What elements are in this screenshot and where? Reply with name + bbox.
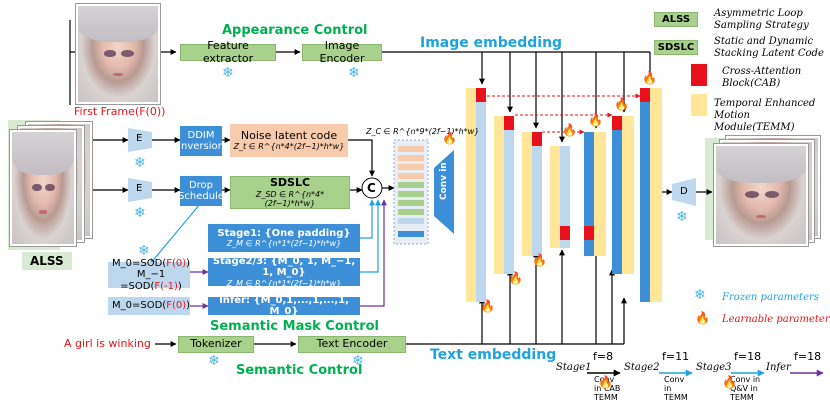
prompt-text: A girl is winking (64, 337, 151, 350)
fire-icon: 🔥 (598, 375, 613, 389)
stage23-box: Stage2/3: {M_0, 1, M_−1, 1, M_0} Z_M ∈ R… (208, 255, 360, 288)
fire-icon: 🔥 (532, 253, 547, 267)
legend-cab-desc: Cross-Attention Block(CAB) (722, 66, 802, 89)
sdslc-formula: Z_SD ∈ R^{n*4*(2f−1)*h*w} (255, 189, 325, 208)
drop-schedule-box: Drop Schedule (178, 176, 224, 206)
conv-in-label: Conv in (439, 162, 449, 200)
feature-extractor-box: Feature extractor (180, 39, 276, 64)
first-frame-image (76, 4, 160, 104)
infer-box: Infer: {M_0,1,...,1,...,1, M_0} (208, 295, 360, 317)
zc-stack (393, 139, 429, 245)
legend-temm-swatch (691, 94, 707, 116)
encoder-e2-label: E (136, 183, 143, 194)
sod-line-1: M_0=SOD(F(0)) (112, 257, 191, 269)
output-frame (714, 144, 808, 246)
text-encoder-box: Text Encoder (298, 336, 406, 353)
fire-icon: 🔥 (480, 299, 495, 313)
stage23-to-c (360, 199, 381, 273)
alss-input-frame (10, 130, 76, 246)
legend-temm-desc: Temporal Enhanced Motion Module(TEMM) (714, 98, 816, 133)
legend-sdslc-key: SDSLC (654, 40, 698, 55)
infer-f: f=18 (794, 350, 822, 363)
stage1-to-c (360, 199, 375, 239)
legend-alss-desc: Asymmetric Loop Sampling Strategy (714, 8, 809, 31)
sod-box-stage23: M_0=SOD(F(0)) M_−1 =SOD(F(-1)) (108, 258, 190, 292)
appearance-control-title: Appearance Control (222, 23, 368, 38)
snowflake-icon: ❄ (352, 353, 364, 369)
fire-icon: 🔥 (614, 97, 629, 111)
fire-icon: 🔥 (588, 113, 603, 127)
tokenizer-box: Tokenizer (178, 336, 254, 353)
stage3-f: f=18 (734, 350, 762, 363)
fire-icon: 🔥 (722, 375, 737, 389)
fire-icon: 🔥 (508, 271, 523, 285)
stage1-label: Stage1 (556, 362, 592, 373)
legend-cab-swatch (691, 64, 707, 86)
decoder-shape (672, 178, 696, 206)
sod-box-infer: M_0=SOD(F(0)) (108, 297, 190, 315)
encoder-e1-label: E (136, 133, 143, 144)
snowflake-icon: ❄ (208, 353, 220, 369)
stage3-label: Stage3 (696, 362, 732, 373)
conv-in-trapezoid (434, 150, 454, 234)
stage23-title: Stage2/3: {M_0, 1, M_−1, 1, M_0} (212, 255, 356, 279)
stage1-modules: Conv in CAB TEMM (594, 375, 621, 402)
encoder-e1-shape (128, 128, 152, 152)
sod-line-2: M_−1 =SOD(F(-1)) (120, 269, 182, 292)
ddim-inversion-box: DDIM Inversion (178, 126, 224, 156)
unet-blocks (466, 88, 662, 302)
concat-label: C (367, 181, 376, 195)
stage2-f: f=11 (662, 350, 690, 363)
snowflake-icon: ❄ (348, 65, 360, 81)
legend-snowflake-icon: ❄ (694, 287, 706, 303)
noise-latent-formula: Z_t ∈ R^{n*4*(2f−1)*h*w} (233, 142, 345, 152)
fire-icon: 🔥 (642, 71, 657, 85)
sdslc-title: SDSLC (269, 176, 311, 189)
legend-frozen: Frozen parameters (722, 292, 819, 303)
snowflake-icon: ❄ (222, 65, 234, 81)
alss-badge: ALSS (22, 252, 72, 270)
fire-icon: 🔥 (442, 131, 457, 145)
legend-alss-key: ALSS (654, 12, 698, 27)
legend-fire-icon: 🔥 (695, 311, 710, 325)
semantic-mask-title: Semantic Mask Control (210, 319, 380, 334)
infer-to-c (360, 199, 387, 307)
image-encoder-box: Image Encoder (302, 39, 382, 64)
zc-formula: Z_C ∈ R^{n*9*(2f−1)*h*w} (366, 127, 480, 136)
infer-label: Infer (766, 362, 791, 373)
snowflake-icon: ❄ (134, 155, 146, 171)
semantic-control-title: Semantic Control (236, 363, 363, 378)
stage2-modules: Conv in TEMM (664, 375, 688, 402)
text-embedding-label: Text embedding (430, 347, 557, 363)
drop-to-stage23 (149, 203, 201, 265)
sdslc-box: SDSLC Z_SD ∈ R^{n*4*(2f−1)*h*w} (230, 176, 350, 209)
stage1-title: Stage1: {One padding} (217, 227, 351, 239)
snowflake-icon: ❄ (138, 243, 150, 259)
legend-learnable: Learnable parameters (722, 314, 830, 325)
noise-latent-title: Noise latent code (240, 128, 338, 142)
fire-icon: 🔥 (562, 123, 577, 137)
snowflake-icon: ❄ (676, 209, 688, 225)
stage3-modules: Conv in Q&V in TEMM (730, 375, 761, 402)
stage1-f: f=8 (593, 350, 614, 363)
stage1-box: Stage1: {One padding} Z_M ∈ R^{n*1*(2f−1… (208, 224, 360, 252)
noise-latent-box: Noise latent code Z_t ∈ R^{n*4*(2f−1)*h*… (230, 124, 348, 157)
stage1-formula: Z_M ∈ R^{n*1*(2f−1)*h*w} (226, 239, 342, 249)
snowflake-icon: ❄ (134, 205, 146, 221)
concat-circle (361, 177, 383, 199)
image-embedding-label: Image embedding (420, 35, 563, 51)
decoder-label: D (680, 186, 688, 197)
first-frame-label: First Frame(F(0)) (74, 105, 166, 118)
legend-sdslc-desc: Static and Dynamic Stacking Latent Code (714, 36, 824, 59)
stage2-label: Stage2 (624, 362, 660, 373)
encoder-e2-shape (128, 178, 152, 202)
stage23-formula: Z_M ∈ R^{n*1*(2f−1)*h*w} (226, 278, 342, 288)
noise-to-c (348, 139, 375, 177)
